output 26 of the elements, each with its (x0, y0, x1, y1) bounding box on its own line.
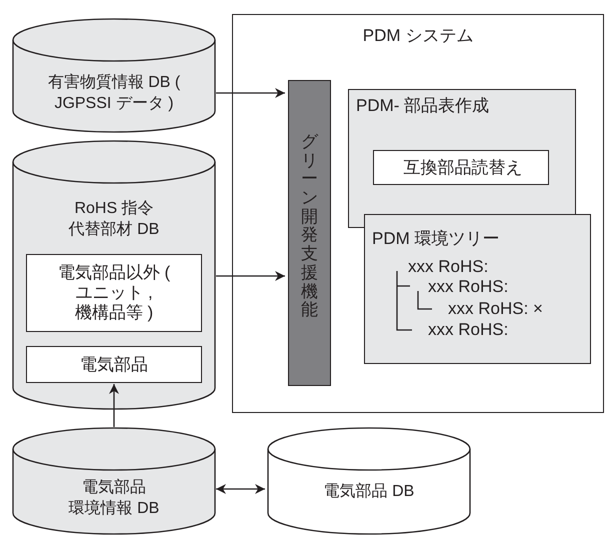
tree-item: xxx RoHS: × (448, 299, 543, 318)
arrow (109, 384, 119, 427)
box-label: 電気部品以外 ( ユニット , 機構品等 ) (56, 263, 172, 323)
tree-item: xxx RoHS: (428, 320, 508, 339)
system-frame (232, 14, 604, 413)
database-label: 有害物質情報 DB ( JGPSSI データ ) (46, 72, 182, 114)
tree-panel (364, 214, 591, 364)
component-box (26, 254, 202, 332)
arrow (216, 271, 285, 281)
database-label: 電気部品 DB (322, 482, 416, 502)
tree-item: xxx RoHS: (408, 257, 488, 276)
component-box (26, 346, 202, 383)
function-bar (288, 80, 331, 386)
panel-title: PDM 環境ツリー (372, 229, 500, 249)
database-label: 電気部品環境情報 DB (68, 478, 160, 519)
box-label: 互換部品読替え (404, 158, 518, 178)
vertical-label: グリーン開発支援機能 (301, 133, 318, 322)
panel-title: PDM- 部品表作成 (356, 96, 490, 116)
database-label: RoHS 指令代替部材 DB (68, 199, 160, 240)
box-label: 電気部品 (80, 354, 148, 374)
module-panel (348, 89, 576, 228)
frame-title: PDM システム (362, 26, 474, 46)
arrow (216, 484, 265, 494)
component-box (373, 150, 549, 185)
arrow (216, 88, 285, 98)
tree-item: xxx RoHS: (428, 277, 508, 296)
